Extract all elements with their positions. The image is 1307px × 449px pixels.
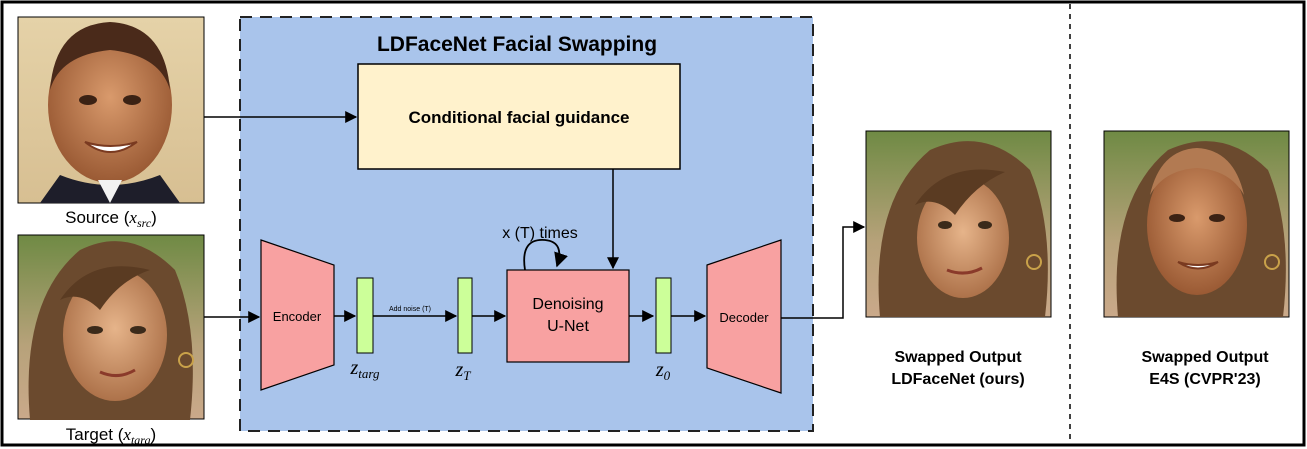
unet-block (506, 269, 630, 363)
add-noise-label: Add noise (T) (389, 306, 431, 313)
encoder-label: Encoder (273, 309, 322, 324)
guidance-label: Conditional facial guidance (408, 108, 629, 127)
e4s-caption-line1: Swapped Output (1141, 349, 1269, 366)
z-0-latent (655, 277, 672, 354)
z-targ-label: ztarg (350, 357, 380, 381)
source-image (17, 16, 205, 204)
guidance-box (357, 63, 681, 170)
e4s-caption-line2: E4S (CVPR'23) (1149, 371, 1260, 388)
source-caption: Source (xsrc) (65, 208, 157, 230)
z-targ-latent (356, 277, 374, 354)
ours-caption-line2: LDFaceNet (ours) (891, 371, 1024, 388)
loop-arrow (523, 239, 568, 271)
decoder-label: Decoder (719, 310, 769, 325)
z-t-label: zT (454, 359, 471, 383)
target-caption: Target (xtarg) (66, 425, 156, 447)
output-e4s-image (1103, 130, 1290, 318)
target-image (17, 234, 205, 420)
loop-label: x (T) times (502, 225, 578, 242)
decoder-block (706, 239, 782, 394)
z-t-latent (457, 277, 473, 354)
decoder-to-output-arrow (781, 221, 866, 319)
panel-title: LDFaceNet Facial Swapping (377, 33, 657, 56)
unet-label-line1: Denoising (532, 296, 603, 313)
ours-caption-line1: Swapped Output (894, 349, 1022, 366)
unet-label-line2: U-Net (547, 318, 589, 335)
encoder-block (260, 239, 335, 391)
z-0-label: z0 (655, 359, 671, 383)
output-ours-image (865, 130, 1052, 318)
